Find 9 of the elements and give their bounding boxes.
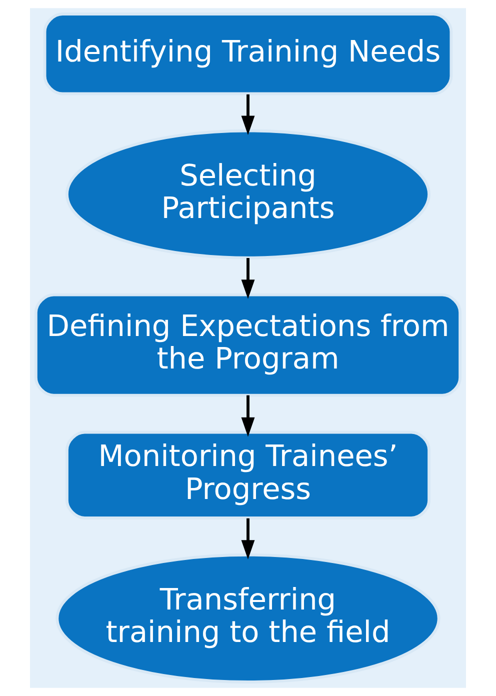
node-box: Identifying Training Needs <box>43 12 453 96</box>
node-ellipse: Transferring training to the field <box>56 553 440 684</box>
arrow <box>241 518 255 560</box>
arrow <box>241 94 255 136</box>
arrow <box>241 395 255 437</box>
arrow <box>241 258 255 299</box>
node-box: Monitoring Trainees’ Progress <box>65 430 431 520</box>
node-box: Defining Expectations from the Program <box>34 293 462 397</box>
node-ellipse: Selecting Participants <box>65 129 431 260</box>
